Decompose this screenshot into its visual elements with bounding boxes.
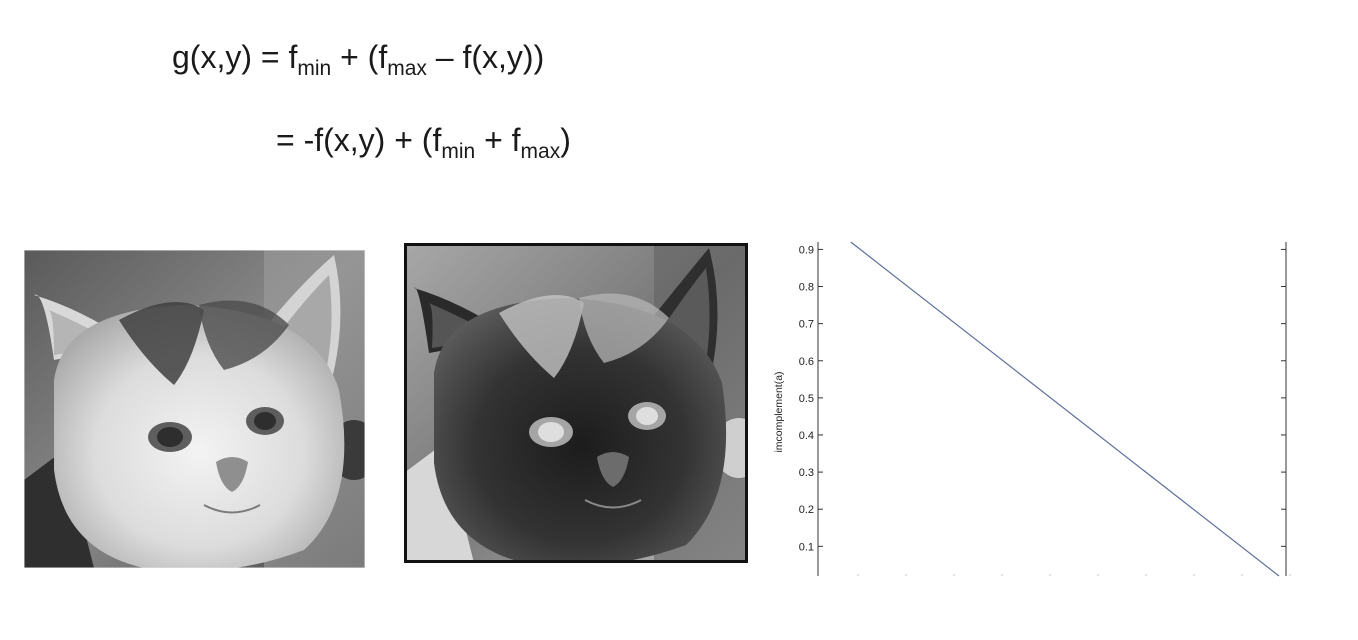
kitten-original-image [24,250,365,568]
y-tick-label-1: 0.2 [799,504,814,516]
y-tick-label-5: 0.6 [799,356,814,368]
y-tick-label-7: 0.8 [799,282,814,294]
eq2-sub-max: max [520,140,561,163]
equation-line-2: = -f(x,y) + (fmin + fmax) [276,122,571,162]
eq2-mid: + f [475,122,521,158]
eq1-lhs: g(x,y) = f [172,39,298,75]
plot-frame [817,242,1287,576]
bottom-dot-5 [1097,574,1099,576]
eq1-sub-max: max [387,57,427,80]
y-tick-label-2: 0.3 [799,467,814,479]
eq1-sub-min: min [297,57,332,80]
bottom-dot-9 [1289,574,1291,576]
bottom-dot-7 [1193,574,1195,576]
kitten-complement-image [404,243,748,563]
imcomplement-plot: 0.1 0.2 0.3 0.4 0.5 0.6 0.7 0.8 0.9 imcomplement… [773,241,1291,577]
y-tick-label-4: 0.5 [799,393,814,405]
y-axis-label: imcomplement(a) [773,371,785,452]
eq1-mid: + (f [331,39,388,75]
equation-line-1: g(x,y) = fmin + (fmax – f(x,y)) [172,39,545,79]
bottom-dot-8 [1241,574,1243,576]
series-line [850,241,1280,577]
bottom-dot-4 [1049,574,1051,576]
y-tick-label-0: 0.1 [799,541,814,553]
eq2-lead: = -f(x,y) + (f [276,122,442,158]
bottom-dot-0 [857,574,859,576]
bottom-dot-3 [1001,574,1003,576]
bottom-dot-1 [905,574,907,576]
y-tick-label-8: 0.9 [799,244,814,256]
y-tick-label-6: 0.7 [799,319,814,331]
y-tick-label-3: 0.4 [799,430,814,442]
eq2-sub-min: min [441,140,476,163]
eq2-tail: ) [560,122,571,158]
bottom-dot-6 [1145,574,1147,576]
eq1-tail: – f(x,y)) [426,39,545,75]
bottom-dot-2 [953,574,955,576]
